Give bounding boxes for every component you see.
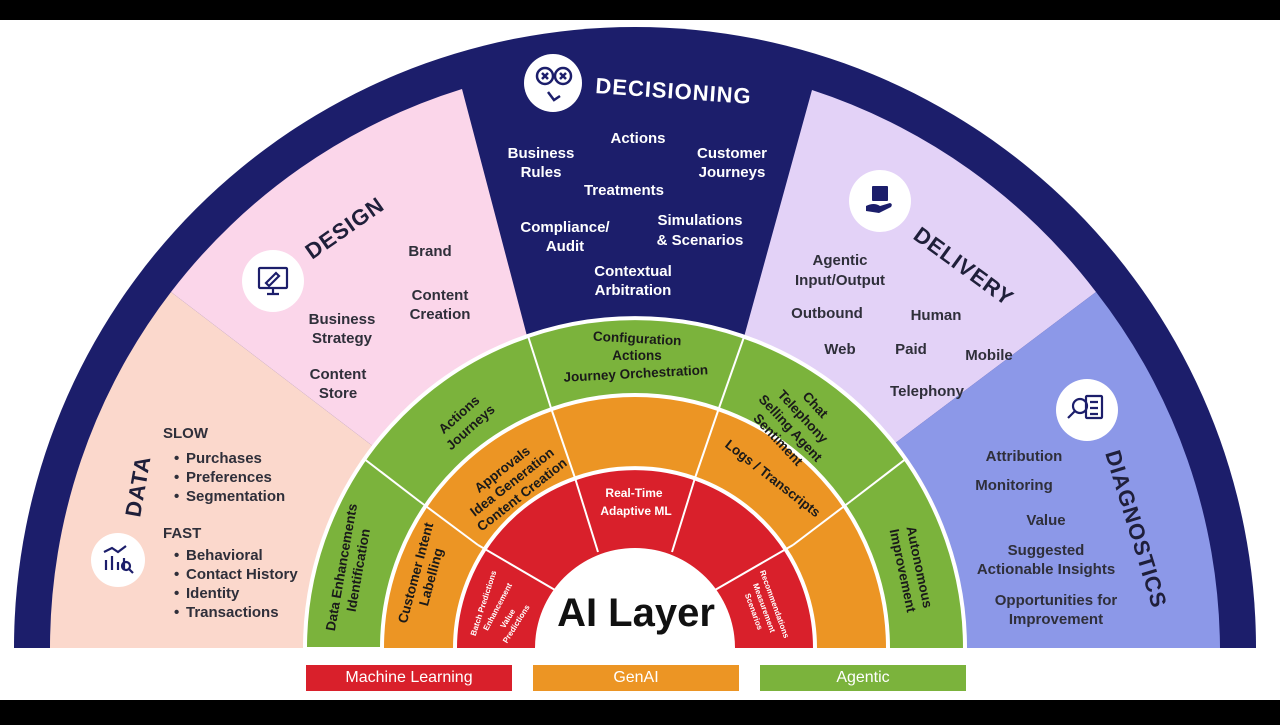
ring-red-text: Real-Time [605,486,662,500]
design-item: Brand [408,243,451,260]
red-realtime-label: Real-Time Adaptive ML [600,486,671,518]
diagnostics-magnifier-icon [1067,394,1104,420]
diagnostics-item: Suggested [1008,542,1085,559]
data-bullet: • [174,547,179,564]
decision-icon [535,66,573,102]
segment-design [171,89,527,447]
diagnostics-item: Attribution [986,448,1063,465]
legend-machine-learning: Machine Learning [306,665,512,691]
data-fast-item: Transactions [186,604,279,621]
data-slow-item: Preferences [186,469,272,486]
decisioning-item: Simulations [657,212,742,229]
delivery-item: Telephony [890,383,965,400]
decisioning-item: & Scenarios [657,232,744,249]
data-bullet: • [174,566,179,583]
decisioning-item: Journeys [699,164,766,181]
design-item: Store [319,385,357,402]
data-icon-badge [91,533,145,587]
data-fast-item: Behavioral [186,547,263,564]
delivery-item: Human [911,307,962,324]
ai-layer-title: AI Layer [557,591,715,635]
data-bullet: • [174,450,179,467]
data-bullet: • [174,585,179,602]
data-fast-item: Identity [186,585,240,602]
data-chart-icon [103,545,134,574]
diagnostics-item: Improvement [1009,611,1103,628]
data-bullet: • [174,469,179,486]
delivery-item: Mobile [965,347,1013,364]
delivery-item: Outbound [791,305,863,322]
design-item: Content [310,366,367,383]
ring-green-text: Actions [612,348,662,363]
ring-ml-border [453,466,817,649]
data-fast-item: Contact History [186,566,298,583]
data-bullet: • [174,488,179,505]
delivery-item: Paid [895,341,927,358]
data-slow-item: Segmentation [186,488,285,505]
design-item: Strategy [312,330,373,347]
decisioning-item: Audit [546,238,584,255]
decisioning-item: Rules [521,164,562,181]
design-item: Creation [410,306,471,323]
data-slow-item: Purchases [186,450,262,467]
ring-dividers [305,335,908,649]
decisioning-item: Treatments [584,182,664,199]
center-hub [535,548,735,648]
data-bullet: • [174,604,179,621]
delivery-item: Agentic [812,252,867,269]
diagnostics-item: Opportunities for [995,592,1118,609]
decisioning-item: Arbitration [595,282,672,299]
decisioning-item: Compliance/ [520,219,610,236]
delivery-item: Input/Output [795,272,885,289]
ring-red-text: Adaptive ML [600,504,671,518]
delivery-box-icon [866,186,892,213]
delivery-item: Web [824,341,855,358]
segment-diagnostics [894,292,1220,648]
ring-genai-border [380,393,890,649]
decisioning-item: Actions [610,130,665,147]
legend-genai: GenAI [533,665,739,691]
diagnostics-item: Actionable Insights [977,561,1115,578]
segment-delivery [744,90,1096,444]
data-fast-label: FAST [163,525,201,542]
design-monitor-icon [257,266,289,296]
data-slow-label: SLOW [163,425,209,442]
ring-green-text: Configuration [593,329,682,349]
decisioning-item: Business [508,145,575,162]
ring-agentic-border [303,316,967,649]
legend-agentic: Agentic [760,665,966,691]
design-item: Business [309,311,376,328]
design-item: Content [412,287,469,304]
decisioning-item: Contextual [594,263,672,280]
diagnostics-item: Value [1026,512,1065,529]
diagnostics-item: Monitoring [975,477,1052,494]
decision-icon-badge [524,54,582,112]
decisioning-item: Customer [697,145,767,162]
